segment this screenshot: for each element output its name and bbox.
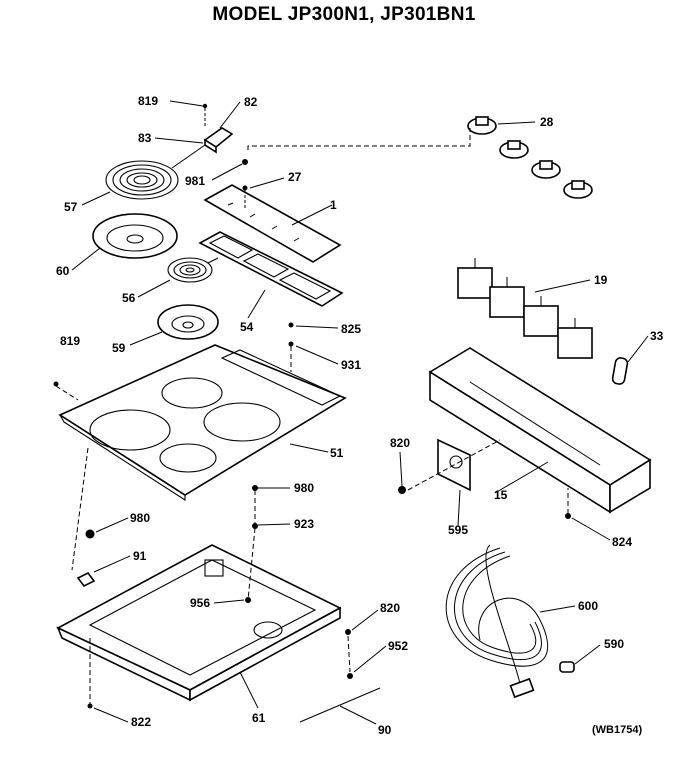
label-54: 54: [240, 320, 254, 334]
label-15: 15: [494, 488, 508, 502]
surface-unit-56: [167, 257, 219, 283]
label-51: 51: [330, 446, 344, 460]
label-28: 28: [540, 115, 554, 129]
label-19: 19: [594, 273, 608, 287]
label-83: 83: [138, 131, 152, 145]
control-panel-1: [203, 184, 342, 263]
label-820-housing: 820: [390, 436, 410, 450]
label-61: 61: [252, 711, 266, 725]
label-820-box: 820: [380, 601, 400, 615]
label-1: 1: [330, 198, 337, 212]
label-33: 33: [650, 329, 664, 343]
drip-pan-59: [157, 304, 219, 340]
cooktop-51: [58, 344, 347, 502]
window-plate-54: [198, 231, 344, 307]
label-590: 590: [604, 637, 624, 651]
infinite-switches-19: [457, 258, 593, 359]
diagram-title: MODEL JP300N1, JP301BN1: [212, 4, 476, 25]
label-60: 60: [56, 264, 70, 278]
label-980-right: 980: [294, 481, 314, 495]
label-57: 57: [64, 200, 78, 214]
clip-590: [559, 661, 575, 673]
figure-code: (WB1754): [592, 724, 642, 736]
label-819-screw: 819: [138, 94, 158, 108]
label-595: 595: [448, 523, 468, 537]
label-91: 91: [133, 549, 147, 563]
label-822: 822: [131, 715, 151, 729]
label-980-left: 980: [130, 511, 150, 525]
label-825: 825: [341, 322, 361, 336]
knobs-28: [467, 116, 593, 199]
leader-lines: [71, 100, 649, 725]
wiring-harness-600: [445, 544, 549, 699]
label-952: 952: [388, 639, 408, 653]
drip-pan-60: [92, 213, 178, 259]
label-956: 956: [190, 596, 210, 610]
terminal-block: [202, 103, 234, 154]
label-824: 824: [612, 535, 632, 549]
part-labels: 819 82 83 28 981 27 57 1 60 19 56 54 825…: [56, 94, 664, 737]
label-27: 27: [288, 170, 302, 184]
label-819-cooktop: 819: [60, 334, 80, 348]
label-600: 600: [578, 599, 598, 613]
label-82: 82: [244, 95, 258, 109]
label-923: 923: [294, 517, 314, 531]
label-981: 981: [185, 174, 205, 188]
control-housing-15: [428, 347, 652, 514]
surface-unit-57: [105, 144, 206, 200]
label-90: 90: [378, 723, 392, 737]
label-931: 931: [341, 358, 361, 372]
indicator-light-33: [611, 357, 629, 385]
label-59: 59: [112, 341, 126, 355]
label-56: 56: [122, 291, 136, 305]
burner-box-61: [56, 544, 342, 702]
